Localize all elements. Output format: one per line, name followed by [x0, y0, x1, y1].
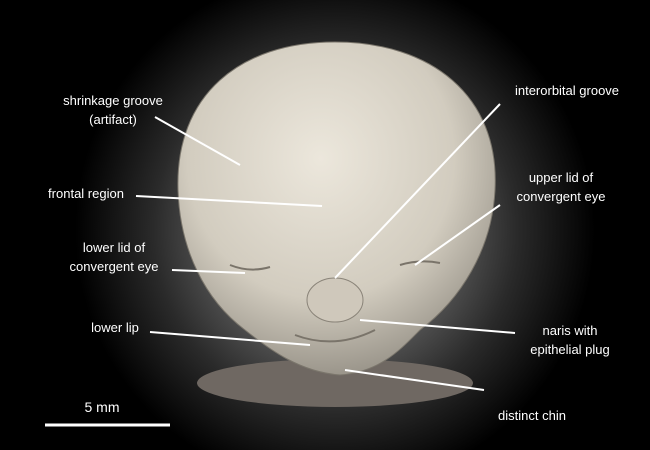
label-interorbital-groove: interorbital groove	[515, 81, 619, 100]
label-line: epithelial plug	[530, 342, 610, 357]
label-line: shrinkage groove	[63, 93, 163, 108]
leader-lines	[135, 103, 516, 391]
label-line: naris with	[542, 323, 598, 338]
label-lower-lip: lower lip	[91, 318, 139, 337]
label-line: distinct chin	[498, 408, 566, 423]
label-line: convergent eye	[516, 189, 606, 204]
label-line: upper lid of	[528, 170, 594, 185]
chin-base	[197, 359, 473, 407]
scale-bar-label: 5 mm	[84, 399, 120, 415]
label-line: convergent eye	[69, 259, 159, 274]
head-model	[177, 41, 496, 376]
label-frontal-region: frontal region	[48, 184, 124, 203]
label-distinct-chin: distinct chin	[498, 406, 566, 425]
label-line: (artifact)	[89, 112, 137, 127]
mouth	[294, 329, 376, 343]
label-shrinkage-groove: shrinkage groove (artifact)	[63, 91, 163, 129]
label-line: lower lid of	[82, 240, 146, 255]
label-line: interorbital groove	[514, 83, 620, 98]
label-line: frontal region	[48, 186, 124, 201]
nose	[306, 277, 364, 323]
label-naris: naris with epithelial plug	[530, 321, 610, 359]
label-line: lower lip	[91, 320, 139, 335]
label-upper-lid: upper lid of convergent eye	[517, 168, 606, 206]
label-lower-lid: lower lid of convergent eye	[70, 238, 159, 276]
